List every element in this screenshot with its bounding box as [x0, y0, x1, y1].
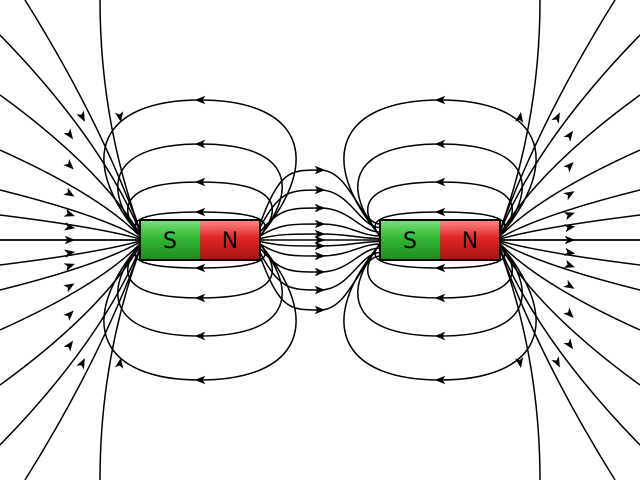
between-line-3-upper	[259, 219, 381, 237]
incoming-line-1	[0, 214, 141, 240]
between-line-3-lower	[259, 243, 381, 261]
outgoing-line-8	[499, 245, 640, 386]
between-line-2-upper	[259, 203, 381, 233]
outgoing-line-11	[499, 0, 616, 231]
self-loop-line-1-2-upper	[357, 139, 523, 237]
between-line-0-upper	[259, 165, 381, 225]
self-loop-line-0-2-upper	[117, 139, 283, 237]
south-pole-label: S	[163, 229, 177, 254]
incoming-line-14	[99, 249, 141, 480]
outgoing-line-1	[499, 214, 640, 240]
between-line-1-upper	[259, 185, 381, 229]
outgoing-line-13	[499, 0, 541, 231]
self-loop-line-1-3-lower	[343, 243, 537, 385]
south-pole	[140, 220, 200, 260]
outgoing-arrow-10	[563, 338, 574, 350]
outgoing-line-10	[499, 247, 640, 446]
outgoing-line-2	[499, 240, 640, 266]
incoming-line-13	[99, 0, 141, 231]
incoming-line-4	[0, 241, 141, 291]
self-loop-line-0-3-lower	[103, 243, 297, 385]
outgoing-line-12	[499, 249, 616, 480]
self-loop-line-1-1-upper	[367, 177, 513, 237]
north-pole	[440, 220, 500, 260]
self-loop-line-1-1-lower	[367, 243, 513, 303]
north-pole-label: N	[222, 229, 238, 254]
self-loop-line-0-3-upper	[103, 95, 297, 237]
north-pole	[200, 220, 260, 260]
between-line-4-lower	[259, 240, 381, 251]
south-pole	[380, 220, 440, 260]
between-line-2-lower	[259, 247, 381, 277]
between-line-1-lower	[259, 251, 381, 295]
outgoing-line-14	[499, 249, 541, 480]
self-loop-line-0-1-upper	[127, 177, 273, 237]
self-loop-line-1-2-lower	[357, 243, 523, 341]
incoming-line-6	[0, 243, 141, 331]
between-line-0-lower	[259, 255, 381, 315]
incoming-line-10	[0, 247, 141, 446]
magnet-outline	[139, 219, 261, 261]
north-pole-label: N	[462, 229, 478, 254]
incoming-line-5	[0, 149, 141, 237]
self-loop-line-1-3-upper	[343, 95, 537, 237]
incoming-line-9	[0, 34, 141, 233]
between-line-4-upper	[259, 229, 381, 240]
incoming-line-2	[0, 240, 141, 266]
incoming-line-7	[0, 94, 141, 235]
south-pole-label: S	[403, 229, 417, 254]
outgoing-line-9	[499, 34, 640, 233]
incoming-line-12	[24, 249, 141, 480]
magnet-outline	[379, 219, 501, 261]
incoming-line-3	[0, 189, 141, 239]
self-loop-line-0-1-lower	[127, 243, 273, 303]
incoming-line-11	[24, 0, 141, 231]
self-loop-line-0-2-lower	[117, 243, 283, 341]
outgoing-line-3	[499, 189, 640, 239]
incoming-arrow-9	[63, 128, 74, 140]
outgoing-line-5	[499, 149, 640, 237]
outgoing-line-4	[499, 241, 640, 291]
outgoing-arrow-9	[563, 130, 574, 142]
incoming-line-8	[0, 245, 141, 386]
outgoing-line-7	[499, 94, 640, 235]
incoming-arrow-10	[63, 340, 74, 352]
outgoing-line-6	[499, 243, 640, 331]
